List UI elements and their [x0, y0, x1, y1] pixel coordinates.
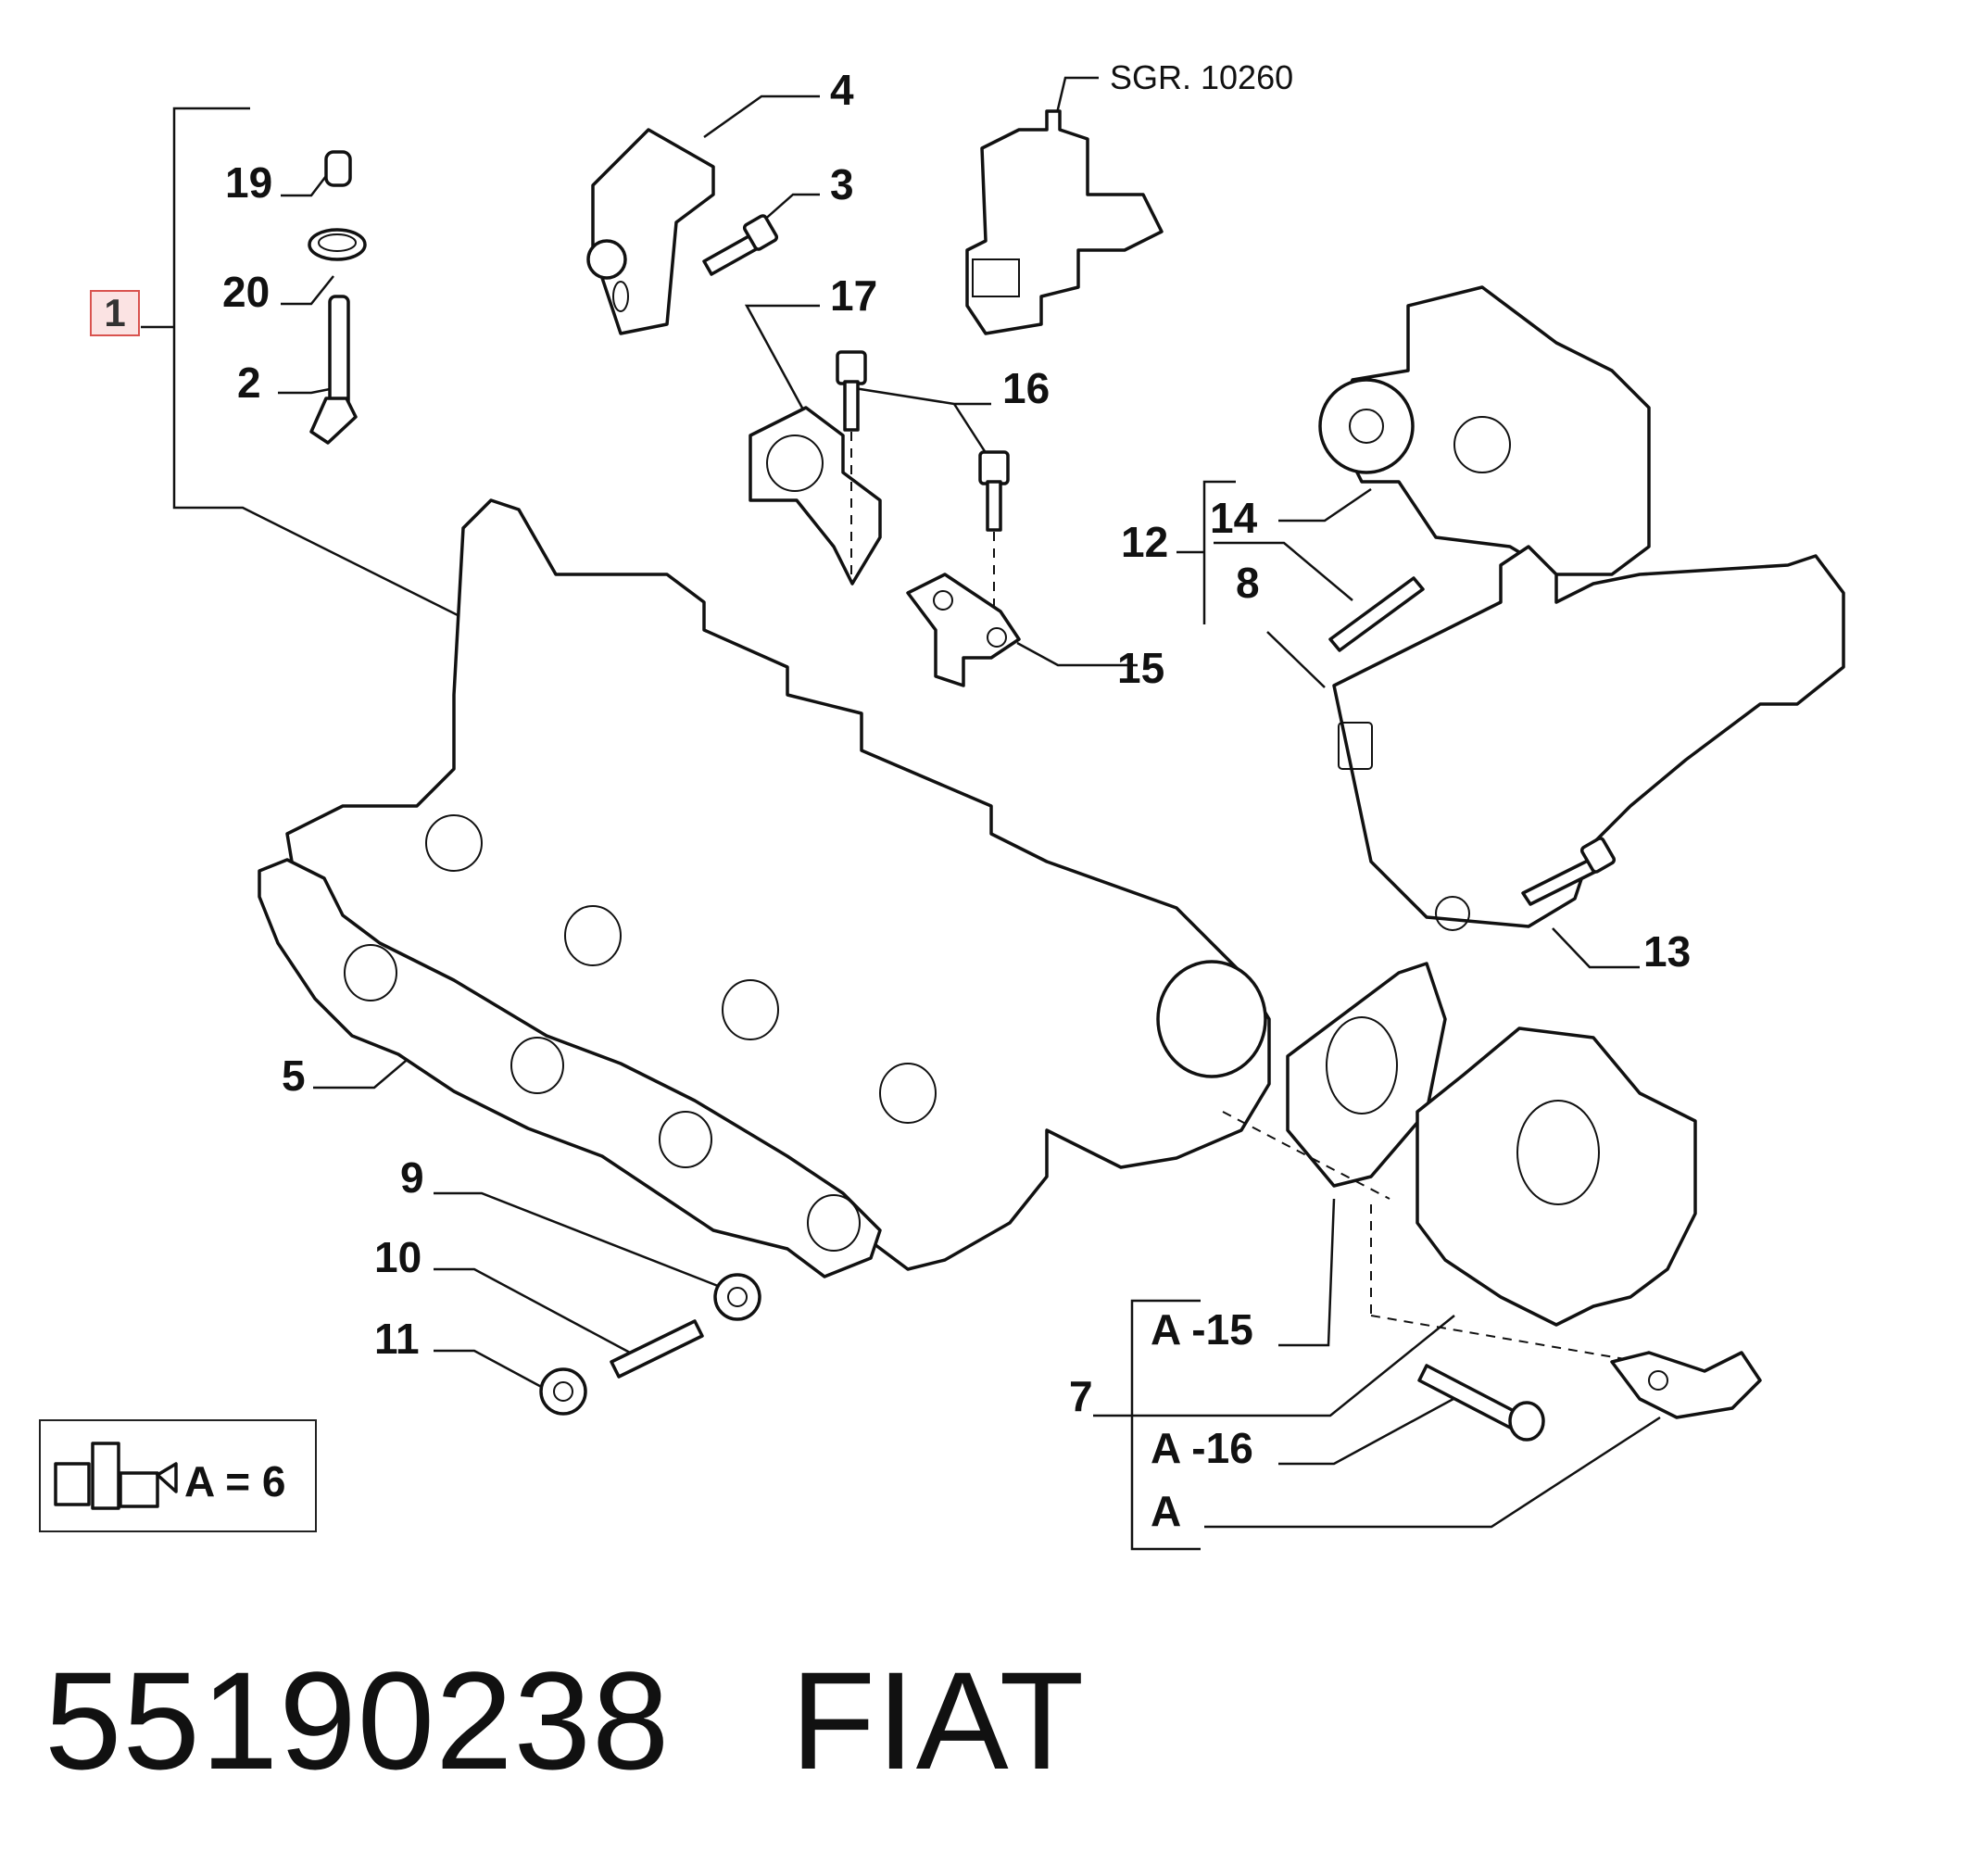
part-9-label: 9: [400, 1153, 424, 1202]
part-a-bracket: [1610, 1351, 1762, 1419]
part-19-sleeve: [324, 150, 352, 187]
part-7-throttle-body: [1370, 1026, 1697, 1372]
sgr-reference-label: SGR. 10260: [1110, 58, 1294, 96]
part-5-label: 5: [282, 1052, 306, 1100]
part-3-label: 3: [830, 160, 854, 208]
part-5-gasket: [258, 858, 882, 1278]
part-a-label: A: [1151, 1487, 1182, 1535]
highlighted-part-1-label: 1: [90, 290, 140, 336]
part-10-stud: [610, 1319, 704, 1379]
part-13-fitting: [1521, 837, 1617, 906]
kit-quantity-box: A = 6: [39, 1419, 317, 1532]
part-4-label: 4: [830, 66, 854, 114]
group-bracket-1: [141, 107, 473, 624]
kit-icon: [54, 1442, 178, 1510]
part-20-clamp: [308, 228, 367, 261]
part-a16-screw: [1417, 1364, 1545, 1442]
part-15-bracket: [906, 573, 1021, 687]
part-14-actuator: [1318, 285, 1651, 576]
part-12-label: 12: [1121, 518, 1169, 566]
part-16-bolts: [836, 350, 1010, 639]
part-20-label: 20: [222, 268, 271, 316]
brand-name: FIAT: [790, 1643, 1086, 1798]
part-9-nut: [713, 1273, 761, 1321]
part-a15-label: A -15: [1151, 1305, 1253, 1354]
leader-lines: [278, 76, 1661, 1551]
part-number: 55190238: [44, 1643, 671, 1798]
part-19-label: 19: [225, 158, 273, 207]
part-17-clip: [749, 406, 882, 586]
part-16-label: 16: [1002, 364, 1051, 412]
part-13-label: 13: [1643, 927, 1692, 976]
solenoid-valve: [965, 109, 1164, 335]
part-4-bracket: [586, 128, 715, 335]
part-2-tube: [309, 295, 358, 445]
part-17-label: 17: [830, 271, 878, 320]
part-14-label: 14: [1210, 494, 1258, 542]
part-11-label: 11: [374, 1315, 420, 1363]
part-8-pin: [1328, 576, 1425, 652]
part-11-washer: [539, 1367, 587, 1416]
part-12-egr-valve: [1332, 545, 1845, 931]
kit-quantity-text: A = 6: [184, 1457, 286, 1505]
part-1-label: 1: [104, 291, 126, 334]
part-3-bolt: [702, 214, 779, 276]
part-8-label: 8: [1236, 559, 1260, 607]
part-10-label: 10: [374, 1233, 422, 1281]
part-2-label: 2: [237, 359, 261, 407]
part-a16-label: A -16: [1151, 1424, 1253, 1472]
part-15-label: 15: [1117, 644, 1165, 692]
part-7-label: 7: [1069, 1372, 1093, 1420]
